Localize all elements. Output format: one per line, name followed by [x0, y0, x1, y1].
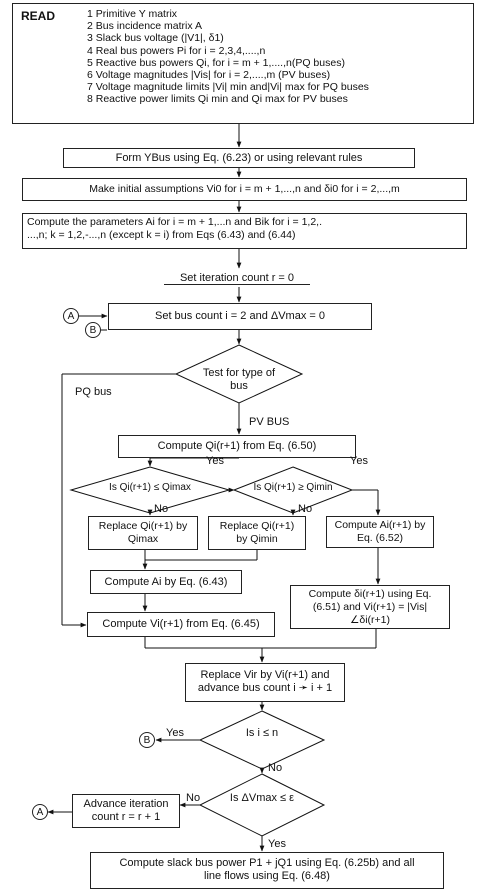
read-item: 4 Real bus powers Pi for i = 2,3,4,....,…	[87, 44, 266, 57]
qi-ge-qmin-decision: Is Qi(r+1) ≥ Qimin	[253, 482, 333, 493]
connector-a: A	[63, 308, 79, 324]
compute-slack-line: Compute slack bus power P1 + jQ1 using E…	[119, 857, 415, 869]
read-items-list: 1 Primitive Y matrix 2 Bus incidence mat…	[87, 8, 369, 106]
no-label: No	[298, 503, 313, 515]
compute-delta-step: Compute δi(r+1) using Eq. (6.51) and Vi(…	[290, 585, 450, 629]
compute-slack-step: Compute slack bus power P1 + jQ1 using E…	[90, 852, 444, 889]
no-label: No	[186, 792, 201, 804]
no-label: No	[268, 762, 283, 774]
read-item: 5 Reactive bus powers Qi, for i = m + 1,…	[87, 56, 345, 69]
advance-iteration-line: Advance iteration	[83, 798, 169, 810]
test-bus-type-decision: Test for type of bus	[202, 367, 276, 392]
yes-label: Yes	[206, 455, 224, 467]
replace-vi-line: Replace Vir by Vi(r+1) and	[200, 669, 330, 681]
read-inputs-box: READ 1 Primitive Y matrix 2 Bus incidenc…	[12, 3, 474, 124]
read-item: 1 Primitive Y matrix	[87, 8, 178, 20]
no-label: No	[154, 503, 169, 515]
set-iteration-underline	[164, 284, 310, 285]
replace-qmax-step: Replace Qi(r+1) by Qimax	[88, 516, 198, 550]
qi-le-qmax-decision: Is Qi(r+1) ≤ Qimax	[109, 482, 191, 493]
connector-a: A	[32, 804, 48, 820]
pq-bus-label: PQ bus	[75, 386, 112, 398]
delta-v-max-decision: Is ΔVmax ≤ ε	[229, 792, 295, 804]
connector-b: B	[139, 732, 155, 748]
advance-iteration-step: Advance iteration count r = r + 1	[72, 794, 180, 828]
compute-ai-r-step: Compute Ai(r+1) by Eq. (6.52)	[326, 516, 434, 548]
set-iteration-step: Set iteration count r = 0	[168, 269, 306, 287]
compute-qi-step: Compute Qi(r+1) from Eq. (6.50)	[118, 435, 356, 458]
read-item: 3 Slack bus voltage (|V1|, δ1)	[87, 32, 224, 45]
replace-vi-line: advance bus count i ➛ i + 1	[197, 682, 333, 694]
read-item: 6 Voltage magnitudes |Vis| for i = 2,...…	[87, 69, 331, 82]
read-label: READ	[21, 9, 56, 23]
compute-parameters-step: Compute the parameters Ai for i = m + 1,…	[22, 213, 467, 249]
read-item: 7 Voltage magnitude limits |Vi| min and|…	[87, 81, 369, 94]
replace-qmin-step: Replace Qi(r+1) by Qimin	[208, 516, 306, 550]
pv-bus-label: PV BUS	[249, 416, 290, 428]
i-le-n-decision: Is i ≤ n	[245, 727, 279, 739]
compute-slack-line: line flows using Eq. (6.48)	[204, 870, 330, 882]
read-item: 8 Reactive power limits Qi min and Qi ma…	[87, 93, 348, 106]
yes-label: Yes	[166, 727, 184, 739]
compute-vi-step: Compute Vi(r+1) from Eq. (6.45)	[87, 612, 275, 637]
connector-b: B	[85, 322, 101, 338]
yes-label: Yes	[350, 455, 368, 467]
initial-assumptions-step: Make initial assumptions Vi0 for i = m +…	[22, 178, 467, 201]
compute-parameters-line: Compute the parameters Ai for i = m + 1,…	[27, 216, 323, 228]
replace-vi-step: Replace Vir by Vi(r+1) and advance bus c…	[185, 663, 345, 702]
compute-parameters-line: ...,n; k = 1,2,-...,n (except k = i) fro…	[27, 229, 296, 241]
set-bus-count-step: Set bus count i = 2 and ΔVmax = 0	[108, 303, 372, 330]
read-item: 2 Bus incidence matrix A	[87, 20, 202, 33]
form-ybus-step: Form YBus using Eq. (6.23) or using rele…	[63, 148, 415, 168]
compute-ai-step: Compute Ai by Eq. (6.43)	[90, 570, 242, 594]
advance-iteration-line: count r = r + 1	[91, 811, 161, 823]
yes-label: Yes	[268, 838, 286, 850]
